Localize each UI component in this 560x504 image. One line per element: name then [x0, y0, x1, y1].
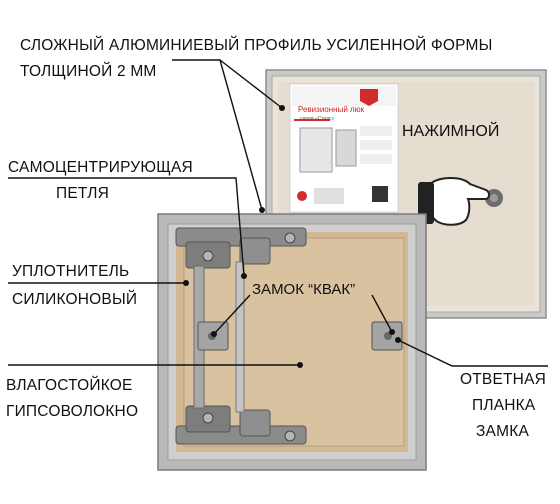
hinge-callout-line1: САМОЦЕНТРИРУЮЩАЯ	[8, 159, 193, 176]
hinge-callout-line2: ПЕТЛЯ	[56, 185, 109, 202]
profile-callout-line2: ТОЛЩИНОЙ 2 ММ	[20, 63, 157, 80]
hand-press-icon	[418, 177, 503, 226]
profile-callout-line1: СЛОЖНЫЙ АЛЮМИНИЕВЫЙ ПРОФИЛЬ УСИЛЕННОЙ ФО…	[20, 37, 493, 54]
sticker-subtitle: серия «Стелс»	[300, 116, 335, 122]
leader-lines	[8, 59, 548, 367]
strike-callout-line1: ОТВЕТНАЯ	[460, 371, 546, 388]
lock-label: ЗАМОК “КВАК”	[252, 281, 356, 298]
seal-callout-line2: СИЛИКОНОВЫЙ	[12, 291, 138, 308]
product-sticker	[289, 83, 399, 213]
gypsum-callout-line2: ГИПСОВОЛОКНО	[6, 403, 139, 420]
seal-callout-line1: УПЛОТНИТЕЛЬ	[12, 263, 130, 280]
strike-callout-line3: ЗАМКА	[476, 423, 529, 440]
mechanism-label: НАЖИМНОЙ	[402, 123, 500, 140]
strike-callout-line2: ПЛАНКА	[472, 397, 536, 414]
hinge-bottom	[175, 405, 307, 445]
gypsum-callout-line1: ВЛАГОСТОЙКОЕ	[6, 377, 133, 394]
sticker-title: Ревизионный люк	[298, 105, 365, 114]
